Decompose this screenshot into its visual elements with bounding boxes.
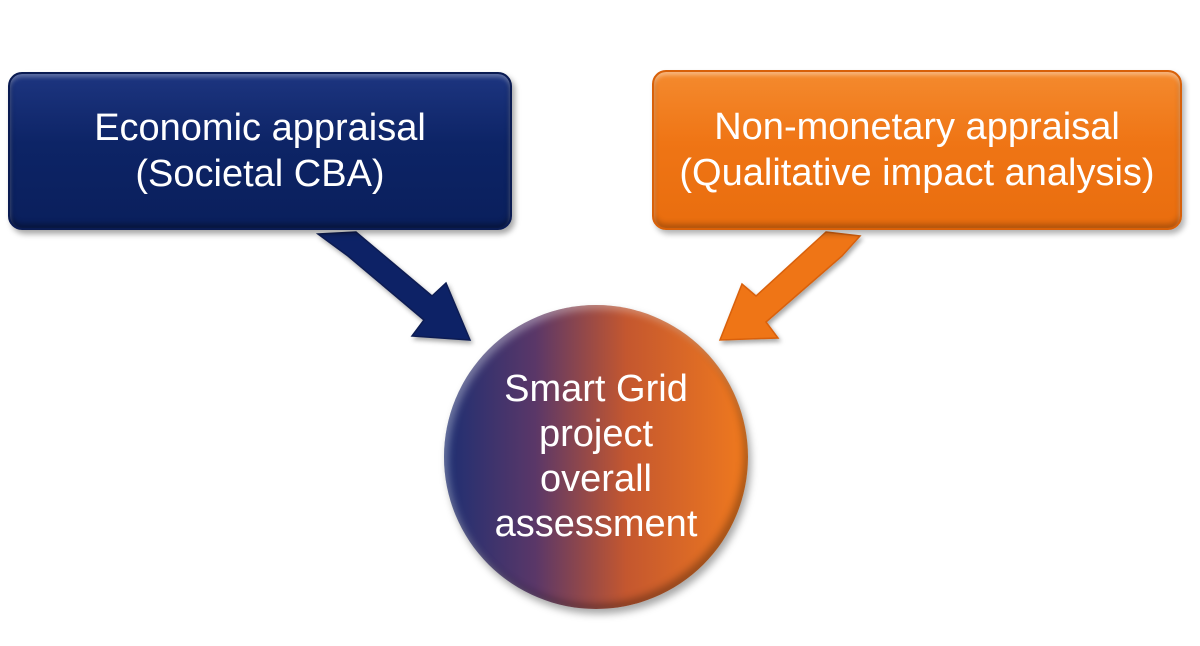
economic-appraisal-label: Economic appraisal — [94, 107, 426, 149]
circle-line-3: overall — [540, 458, 652, 500]
left-arrow — [315, 231, 472, 341]
societal-cba-label: (Societal CBA) — [135, 153, 385, 195]
right-arrow — [718, 231, 862, 341]
overall-assessment-circle: Smart Grid project overall assessment — [444, 305, 748, 609]
qualitative-impact-analysis-label: (Qualitative impact analysis) — [679, 152, 1155, 194]
non-monetary-appraisal-label: Non-monetary appraisal — [714, 106, 1120, 148]
circle-line-1: Smart Grid — [504, 368, 688, 410]
circle-line-4: assessment — [494, 503, 698, 545]
non-monetary-appraisal-box: Non-monetary appraisal (Qualitative impa… — [652, 70, 1182, 230]
circle-line-2: project — [538, 413, 654, 455]
economic-appraisal-box: Economic appraisal (Societal CBA) — [8, 72, 512, 230]
